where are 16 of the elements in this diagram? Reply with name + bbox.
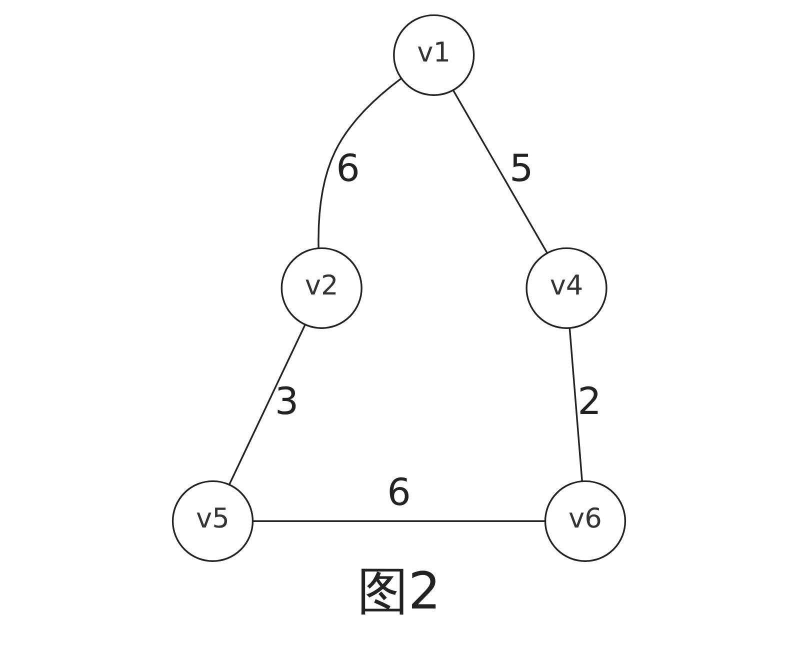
connector [253,520,545,522]
node-circle: v6 [544,480,626,562]
connector [318,78,402,248]
caption: 图2 [357,562,441,622]
node-circle: v2 [280,247,362,329]
edge-label: 6 [387,470,411,514]
node-circle: v1 [393,14,475,96]
node-circle: v5 [172,480,254,562]
connector [452,90,548,254]
node-circle: v4 [526,247,608,329]
edge-label: 2 [578,379,602,424]
edge-label: 6 [336,146,360,190]
edge-label: 5 [510,146,534,190]
connector [568,328,583,481]
connector [228,324,306,485]
edge-label: 3 [274,379,299,424]
